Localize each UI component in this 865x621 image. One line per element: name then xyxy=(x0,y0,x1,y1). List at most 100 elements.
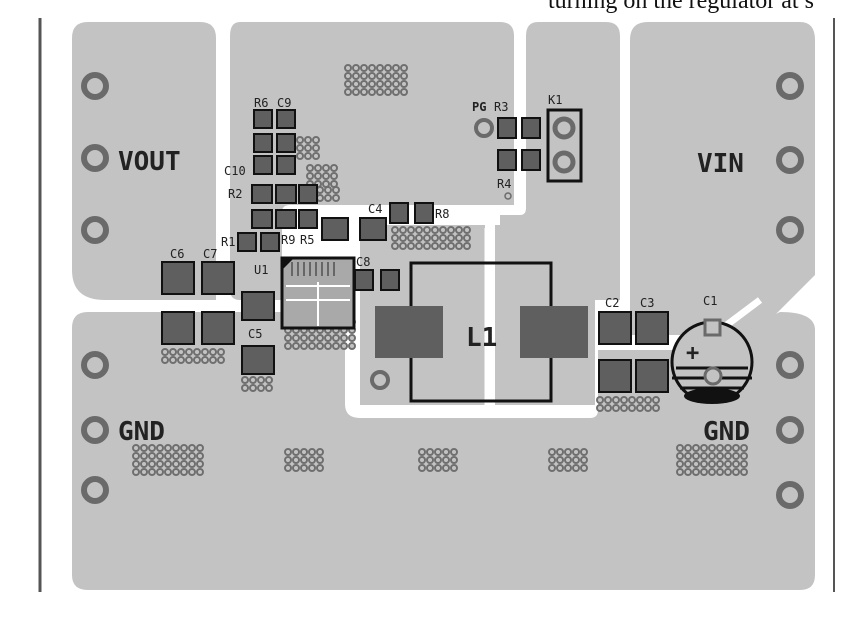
via xyxy=(308,464,316,472)
via xyxy=(257,376,265,384)
via xyxy=(652,404,660,412)
via xyxy=(684,452,692,460)
via xyxy=(360,72,368,80)
via xyxy=(148,460,156,468)
via xyxy=(612,404,620,412)
label-r1: R1 xyxy=(221,235,235,249)
via xyxy=(556,456,564,464)
via xyxy=(439,234,447,242)
via xyxy=(708,468,716,476)
label-c8: C8 xyxy=(356,255,370,269)
via xyxy=(564,464,572,472)
via xyxy=(431,226,439,234)
label-u1: U1 xyxy=(254,263,268,277)
via xyxy=(257,384,265,392)
via xyxy=(740,452,748,460)
via xyxy=(316,334,324,342)
via xyxy=(418,456,426,464)
via xyxy=(455,226,463,234)
via xyxy=(340,334,348,342)
via xyxy=(241,376,249,384)
via xyxy=(620,404,628,412)
via xyxy=(217,356,225,364)
via xyxy=(330,172,338,180)
via xyxy=(300,448,308,456)
via xyxy=(431,234,439,242)
via xyxy=(140,460,148,468)
via xyxy=(132,468,140,476)
label-c6: C6 xyxy=(170,247,184,261)
via xyxy=(312,144,320,152)
via xyxy=(450,464,458,472)
via xyxy=(391,242,399,250)
via xyxy=(193,348,201,356)
net-label-gnd-left: GND xyxy=(118,417,165,447)
via xyxy=(316,464,324,472)
via xyxy=(415,226,423,234)
via xyxy=(304,144,312,152)
via xyxy=(692,460,700,468)
via xyxy=(426,456,434,464)
via xyxy=(442,448,450,456)
via xyxy=(249,384,257,392)
via xyxy=(292,456,300,464)
via xyxy=(447,234,455,242)
label-c7: C7 xyxy=(203,247,217,261)
via xyxy=(140,452,148,460)
via xyxy=(352,64,360,72)
terminal-hole xyxy=(776,72,804,100)
via xyxy=(708,460,716,468)
via xyxy=(708,444,716,452)
via xyxy=(308,342,316,350)
via xyxy=(434,464,442,472)
via xyxy=(580,456,588,464)
via xyxy=(304,136,312,144)
via xyxy=(368,72,376,80)
via xyxy=(161,356,169,364)
via xyxy=(324,342,332,350)
via xyxy=(340,342,348,350)
via xyxy=(442,464,450,472)
via xyxy=(265,376,273,384)
via xyxy=(188,468,196,476)
via xyxy=(384,72,392,80)
via xyxy=(439,226,447,234)
via xyxy=(400,88,408,96)
label-r2: R2 xyxy=(228,187,242,201)
label-r3: R3 xyxy=(494,100,508,114)
via xyxy=(156,444,164,452)
via xyxy=(249,376,257,384)
via xyxy=(360,88,368,96)
via xyxy=(360,64,368,72)
via xyxy=(434,448,442,456)
via xyxy=(580,448,588,456)
via xyxy=(368,80,376,88)
via xyxy=(188,444,196,452)
via xyxy=(442,456,450,464)
terminal-hole xyxy=(776,146,804,174)
via xyxy=(308,448,316,456)
terminal-hole xyxy=(776,481,804,509)
via xyxy=(164,460,172,468)
via xyxy=(312,152,320,160)
via xyxy=(132,444,140,452)
via xyxy=(455,234,463,242)
via xyxy=(431,242,439,250)
via xyxy=(185,348,193,356)
terminal-hole xyxy=(81,476,109,504)
via xyxy=(169,348,177,356)
via xyxy=(352,88,360,96)
via xyxy=(300,456,308,464)
via xyxy=(596,404,604,412)
via xyxy=(156,468,164,476)
label-r5: R5 xyxy=(300,233,314,247)
label-pg: PG xyxy=(472,100,486,114)
via xyxy=(296,152,304,160)
via xyxy=(360,80,368,88)
via xyxy=(177,356,185,364)
via xyxy=(732,460,740,468)
c1-capacitor xyxy=(670,318,754,404)
via xyxy=(596,396,604,404)
via xyxy=(148,452,156,460)
